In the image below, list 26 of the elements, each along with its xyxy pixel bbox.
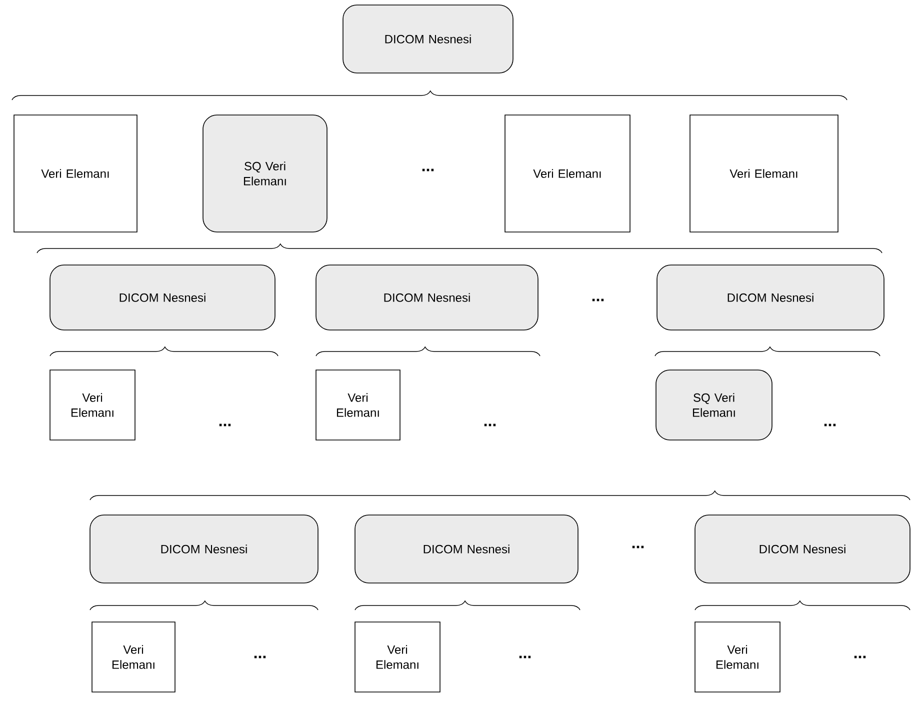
rounded-box: DICOM Nesnesi	[694, 514, 910, 584]
rounded-box: DICOM Nesnesi	[342, 4, 514, 74]
rounded-box: DICOM Nesnesi	[656, 264, 884, 330]
ellipsis: ...	[219, 424, 231, 426]
rounded-box: DICOM Nesnesi	[90, 514, 318, 584]
box: Veri Elemanı	[354, 622, 440, 692]
rounded-box: DICOM Nesnesi	[50, 264, 276, 330]
ellipsis: ...	[824, 424, 836, 426]
rounded-box: DICOM Nesnesi	[354, 514, 578, 584]
box: Veri Elemanı	[14, 114, 138, 232]
box: Veri Elemanı	[504, 114, 630, 232]
ellipsis: ...	[592, 298, 604, 302]
rounded-box: DICOM Nesnesi	[316, 264, 538, 330]
ellipsis: ...	[254, 656, 266, 658]
box: Veri Elemanı	[92, 622, 176, 692]
ellipsis: ...	[854, 656, 866, 658]
rounded-box: SQ Veri Elemanı	[656, 370, 772, 440]
rounded-box: SQ Veri Elemanı	[202, 114, 328, 232]
box: Veri Elemanı	[316, 370, 400, 440]
ellipsis: ...	[519, 656, 531, 658]
ellipsis: ...	[632, 546, 644, 548]
ellipsis: ...	[484, 424, 496, 426]
box: Veri Elemanı	[690, 114, 838, 232]
box: Veri Elemanı	[694, 622, 780, 692]
box: Veri Elemanı	[50, 370, 136, 440]
ellipsis: ...	[422, 168, 434, 172]
